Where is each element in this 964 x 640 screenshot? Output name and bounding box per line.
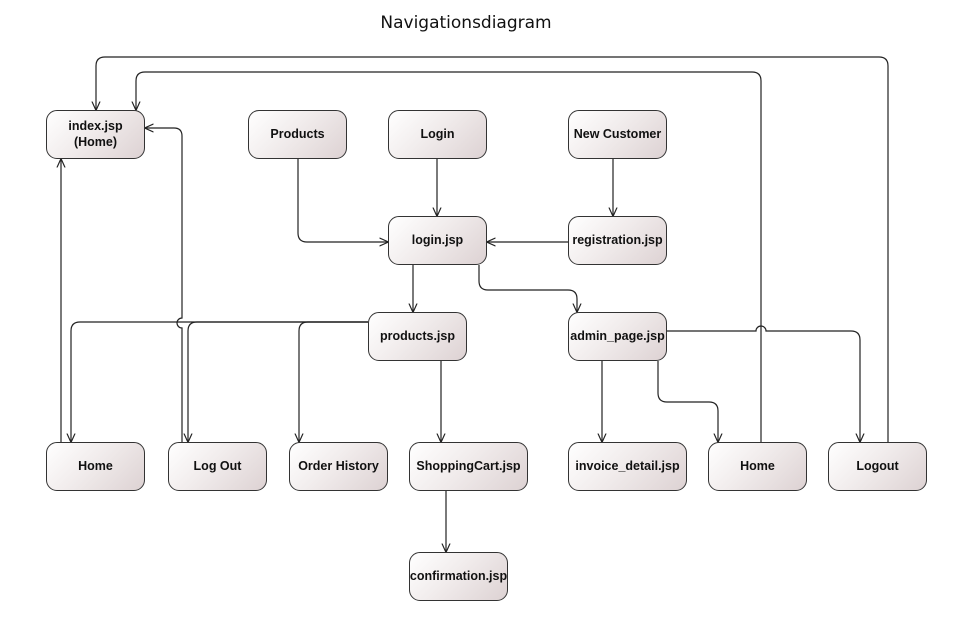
- edge-logout1-to-index: [145, 128, 183, 442]
- node-log-out[interactable]: Log Out: [168, 442, 267, 491]
- edge-products_jsp-to-logout1: [188, 321, 368, 442]
- node-order-history[interactable]: Order History: [289, 442, 388, 491]
- edge-products_jsp-to-home1: [71, 321, 368, 442]
- node-shoppingcart-jsp[interactable]: ShoppingCart.jsp: [409, 442, 528, 491]
- node-home-user[interactable]: Home: [46, 442, 145, 491]
- node-products[interactable]: Products: [248, 110, 347, 159]
- edge-login_jsp-to-admin: [478, 265, 577, 312]
- edge-home2-to-index: [136, 71, 762, 442]
- node-index-jsp[interactable]: index.jsp (Home): [46, 110, 145, 159]
- node-invoice-detail-jsp[interactable]: invoice_detail.jsp: [568, 442, 687, 491]
- diagram-title: Navigationsdiagram: [380, 13, 552, 33]
- edge-admin-to-home2: [657, 361, 718, 442]
- node-login-jsp[interactable]: login.jsp: [388, 216, 487, 265]
- node-new-customer[interactable]: New Customer: [568, 110, 667, 159]
- edge-logout2-to-index: [96, 56, 889, 442]
- node-confirmation-jsp[interactable]: confirmation.jsp: [409, 552, 508, 601]
- node-products-jsp[interactable]: products.jsp: [368, 312, 467, 361]
- node-home-admin[interactable]: Home: [708, 442, 807, 491]
- edge-products_jsp-to-orderhist: [299, 321, 368, 442]
- node-logout[interactable]: Logout: [828, 442, 927, 491]
- edge-admin-to-logout2: [667, 325, 860, 442]
- node-admin-page-jsp[interactable]: admin_page.jsp: [568, 312, 667, 361]
- node-login[interactable]: Login: [388, 110, 487, 159]
- edge-products_btn-to-login_jsp: [297, 159, 388, 242]
- node-registration-jsp[interactable]: registration.jsp: [568, 216, 667, 265]
